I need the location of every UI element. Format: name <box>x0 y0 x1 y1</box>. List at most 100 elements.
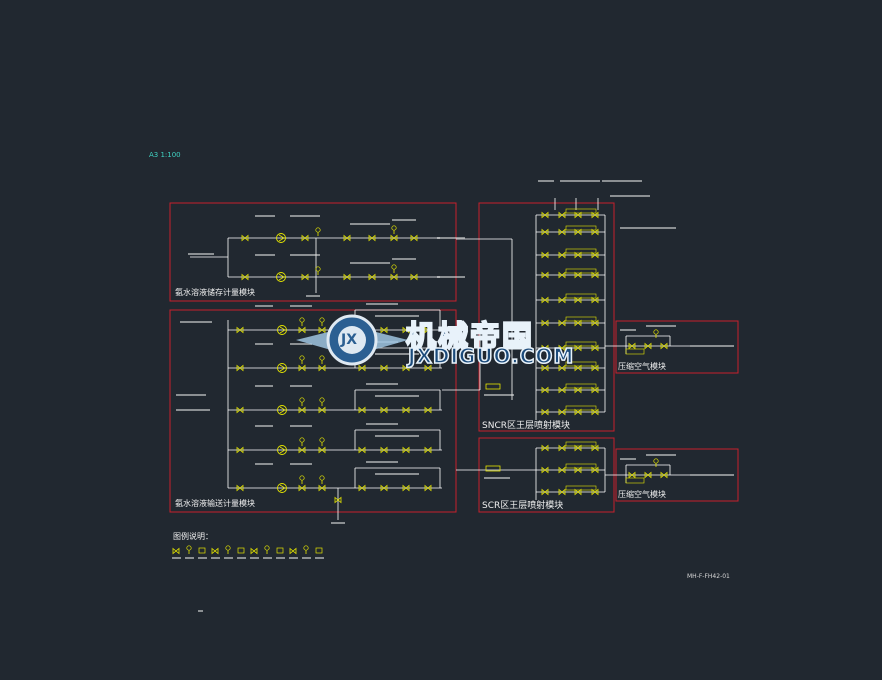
note-text-mark <box>185 557 194 559</box>
note-text-mark <box>289 557 298 559</box>
watermark-en: JXDIGUO.COM <box>407 343 575 369</box>
gauge-symbol <box>391 225 397 231</box>
valve-symbol <box>541 251 549 259</box>
gauge-symbol <box>653 329 659 335</box>
delivery-module-label: 氨水溶液输送计量模块 <box>175 499 255 508</box>
note-text-mark <box>375 435 419 437</box>
valve-symbol <box>591 488 599 496</box>
valve-symbol <box>574 344 582 352</box>
valve-symbol <box>574 444 582 452</box>
valve-symbol <box>236 484 244 492</box>
valve-symbol <box>541 319 549 327</box>
valve-symbol <box>558 466 566 474</box>
note-text-mark <box>255 215 275 217</box>
valve-symbol <box>591 211 599 219</box>
valve-symbol <box>402 364 410 372</box>
air-top-module-label: 压缩空气模块 <box>618 362 666 371</box>
watermark-cn: 机械帝国 <box>405 319 534 356</box>
valve-symbol <box>301 273 309 281</box>
nozzle-symbol <box>565 405 597 411</box>
valve-symbol <box>574 466 582 474</box>
valve-symbol <box>298 364 306 372</box>
gauge-symbol <box>186 545 192 551</box>
valve-symbol <box>541 488 549 496</box>
nozzle-symbol <box>565 485 597 491</box>
valve-symbol <box>402 326 410 334</box>
valve-symbol <box>558 319 566 327</box>
valve-symbol <box>541 344 549 352</box>
nozzle-symbol <box>565 225 597 231</box>
note-text-mark <box>350 223 390 225</box>
note-text-mark <box>610 195 650 197</box>
note-text-mark <box>306 295 320 297</box>
valve-symbol <box>410 234 418 242</box>
valve-symbol <box>368 273 376 281</box>
valve-symbol <box>358 484 366 492</box>
gauge-symbol <box>319 317 325 323</box>
valve-symbol <box>390 273 398 281</box>
valve-symbol <box>424 406 432 414</box>
valve-symbol <box>424 364 432 372</box>
valve-symbol <box>424 326 432 334</box>
valve-symbol <box>298 446 306 454</box>
gauge-symbol <box>264 545 270 551</box>
note-text-mark <box>176 409 210 411</box>
note-text-mark <box>180 321 212 323</box>
note-text-mark <box>690 474 734 476</box>
valve-symbol <box>402 446 410 454</box>
valve-symbol <box>343 234 351 242</box>
valve-symbol <box>334 496 342 504</box>
valve-symbol <box>380 446 388 454</box>
valve-symbol <box>298 484 306 492</box>
valve-symbol <box>591 466 599 474</box>
note-text-mark <box>620 329 636 331</box>
valve-symbol <box>558 444 566 452</box>
valve-symbol <box>380 406 388 414</box>
gauge-symbol <box>319 475 325 481</box>
pump-symbol <box>276 233 286 243</box>
note-text-mark <box>392 258 416 260</box>
note-text-mark <box>437 276 465 278</box>
valve-symbol <box>410 273 418 281</box>
valve-symbol <box>358 364 366 372</box>
valve-symbol <box>368 234 376 242</box>
note-text-mark <box>198 610 203 612</box>
valve-symbol <box>390 234 398 242</box>
frame-air-top-module <box>615 320 739 374</box>
gauge-symbol <box>319 355 325 361</box>
nozzle-symbol <box>565 463 597 469</box>
storage-module-label: 氨水溶液储存计量模块 <box>175 288 255 297</box>
filter-symbol <box>485 465 501 472</box>
note-text-mark <box>276 557 285 559</box>
valve-symbol <box>558 271 566 279</box>
valve-symbol <box>358 446 366 454</box>
valve-symbol <box>574 296 582 304</box>
valve-symbol <box>301 234 309 242</box>
legend-symbol <box>237 547 245 554</box>
annotation-notes <box>172 180 734 612</box>
valve-symbol <box>424 484 432 492</box>
note-text-mark <box>375 315 419 317</box>
gauge-symbol <box>299 317 305 323</box>
valve-symbol <box>574 271 582 279</box>
note-text-mark <box>646 454 676 456</box>
valve-symbol <box>402 406 410 414</box>
gauge-symbol <box>315 227 321 233</box>
gauge-symbol <box>315 266 321 272</box>
legend-symbol <box>315 547 323 554</box>
valve-symbol <box>541 271 549 279</box>
valve-symbol <box>318 364 326 372</box>
legend-symbol <box>276 547 284 554</box>
gauge-symbol <box>299 355 305 361</box>
valve-symbol <box>574 488 582 496</box>
valve-symbol <box>644 471 652 479</box>
pump-arrow <box>279 326 286 334</box>
pump-symbol <box>277 445 287 455</box>
note-text-mark <box>255 305 273 307</box>
note-text-mark <box>602 180 642 182</box>
valve-symbol <box>591 251 599 259</box>
valve-symbol <box>558 364 566 372</box>
frame-sncr-module <box>478 202 615 432</box>
components <box>172 208 668 555</box>
